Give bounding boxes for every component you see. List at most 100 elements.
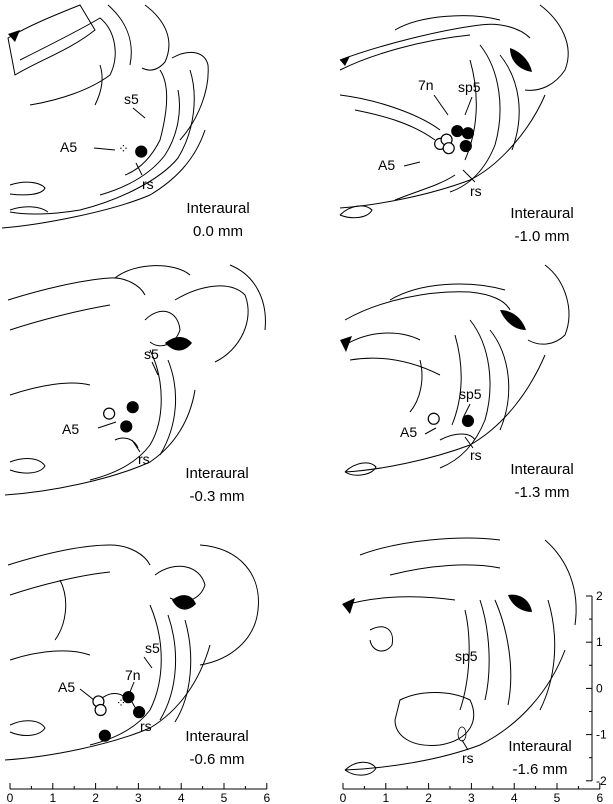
section-panel-2: 7n sp5 A5 rs — [340, 5, 568, 218]
black-region-4a — [340, 336, 352, 352]
x-scale-left-tick-label: 3 — [135, 791, 142, 804]
caption-1-line2: 0.0 mm — [158, 220, 278, 243]
rs-label-4: rs — [470, 447, 482, 463]
n7-label-5: 7n — [125, 667, 141, 683]
y-scale-tick-label: 0 — [596, 681, 603, 695]
x-scale-right-tick-label: 3 — [468, 791, 475, 804]
open-cell-marker-2-3 — [443, 143, 454, 154]
sp5-label-2: sp5 — [458, 79, 481, 95]
x-scale-right: 0 1 2 3 4 5 6 — [340, 783, 604, 804]
open-cell-marker-5-2 — [95, 705, 106, 716]
cell-markers-1 — [136, 146, 147, 157]
black-region-6a — [342, 598, 355, 614]
x-scale-right-tick-label: 5 — [554, 791, 561, 804]
black-region-6b — [508, 595, 532, 612]
n7-leader-2 — [434, 95, 448, 115]
sp5-label-4: sp5 — [459, 386, 482, 402]
s5-label-3: s5 — [144, 346, 159, 362]
open-cell-marker-4-1 — [428, 413, 439, 424]
caption-panel-6: Interaural -1.6 mm — [480, 735, 600, 781]
black-region-5 — [172, 595, 196, 610]
cell-markers-4 — [428, 413, 473, 426]
rs-label-5: rs — [140, 718, 152, 734]
a5-leader-5 — [80, 689, 94, 700]
a5-label-3: A5 — [62, 421, 79, 437]
section-outline-2 — [340, 5, 568, 218]
filled-cell-marker-2-1 — [452, 126, 463, 137]
a5-label-1: A5 — [60, 139, 77, 155]
caption-panel-4: Interaural -1.3 mm — [482, 458, 602, 504]
black-region-2b — [510, 48, 532, 72]
x-scale-left-tick-label: 2 — [92, 791, 99, 804]
sp5-leader-2 — [465, 97, 472, 115]
section-outline-1 — [2, 5, 208, 228]
caption-4-line2: -1.3 mm — [482, 481, 602, 504]
x-scale-left-tick-label: 1 — [49, 791, 56, 804]
caption-panel-1: Interaural 0.0 mm — [158, 197, 278, 243]
caption-4-line1: Interaural — [482, 458, 602, 481]
black-region-2a — [340, 56, 350, 66]
x-scale-right-tick-label: 4 — [511, 791, 518, 804]
section-outline-4 — [345, 265, 569, 475]
section-panel-4: sp5 A5 rs — [340, 265, 569, 475]
s5-leader-5 — [144, 657, 152, 668]
rs-label-6: rs — [462, 750, 474, 766]
a5-label-5: A5 — [58, 679, 75, 695]
cell-markers-2 — [435, 126, 474, 154]
x-scale-left-tick-label: 5 — [221, 791, 228, 804]
filled-cell-marker-3-1 — [127, 402, 138, 413]
x-scale-right-tick-label: 2 — [425, 791, 432, 804]
cell-markers-3 — [104, 402, 139, 432]
caption-3-line2: -0.3 mm — [157, 485, 277, 508]
x-scale-right-tick-label: 1 — [382, 791, 389, 804]
s5-label-1: s5 — [124, 91, 139, 107]
a5-label-4: A5 — [400, 424, 417, 440]
a5-dot-cluster: ⁘ — [118, 141, 129, 156]
s5-label-5: s5 — [145, 640, 160, 656]
filled-cell-marker-2-2 — [462, 128, 473, 139]
x-scale-left-tick-label: 4 — [178, 791, 185, 804]
caption-2-line1: Interaural — [482, 202, 602, 225]
n7-label-2: 7n — [418, 77, 434, 93]
x-scale-right-tick-label: 0 — [340, 791, 347, 804]
filled-cell-marker-2-3 — [460, 141, 471, 152]
filled-cell-marker-5-1 — [123, 692, 134, 703]
n7-leader-5 — [130, 682, 134, 692]
black-region-4b — [500, 310, 526, 330]
a5-leader-3 — [98, 422, 116, 428]
sp5-label-6: sp5 — [455, 648, 478, 664]
caption-6-line2: -1.6 mm — [480, 758, 600, 781]
caption-panel-5: Interaural -0.6 mm — [157, 725, 277, 771]
filled-cell-marker-3-2 — [121, 421, 132, 432]
x-scale-left-tick-label: 6 — [263, 791, 270, 804]
caption-panel-2: Interaural -1.0 mm — [482, 202, 602, 248]
caption-2-line2: -1.0 mm — [482, 225, 602, 248]
a5-label-2: A5 — [378, 157, 395, 173]
rs-label-2: rs — [470, 183, 482, 199]
rs-label-3: rs — [138, 451, 150, 467]
rs-leader-6 — [462, 740, 468, 750]
x-scale-left: 0 1 2 3 4 5 6 — [7, 783, 271, 804]
section-panel-1: ⁘ A5 s5 rs — [2, 5, 208, 228]
s5-leader-1 — [133, 108, 145, 118]
a5-leader-4 — [425, 428, 436, 434]
y-scale-tick-label: 2 — [596, 589, 603, 603]
black-region-1 — [8, 30, 20, 42]
filled-cell-marker-4-1 — [462, 415, 473, 426]
caption-5-line2: -0.6 mm — [157, 748, 277, 771]
filled-cell-marker-5-2 — [134, 707, 145, 718]
caption-3-line1: Interaural — [157, 462, 277, 485]
x-scale-left-tick-label: 0 — [7, 791, 14, 804]
a5-leader-1 — [94, 148, 115, 150]
caption-panel-3: Interaural -0.3 mm — [157, 462, 277, 508]
open-cell-marker-3-1 — [104, 408, 115, 419]
black-region-3 — [165, 337, 192, 351]
caption-1-line1: Interaural — [158, 197, 278, 220]
section-panel-3: s5 A5 rs — [5, 265, 265, 495]
caption-6-line1: Interaural — [480, 735, 600, 758]
y-scale-tick-label: 1 — [596, 635, 603, 649]
x-scale-right-tick-label: 6 — [596, 791, 603, 804]
filled-cell-marker-5-3 — [99, 730, 110, 741]
a5-leader-2 — [404, 162, 420, 166]
